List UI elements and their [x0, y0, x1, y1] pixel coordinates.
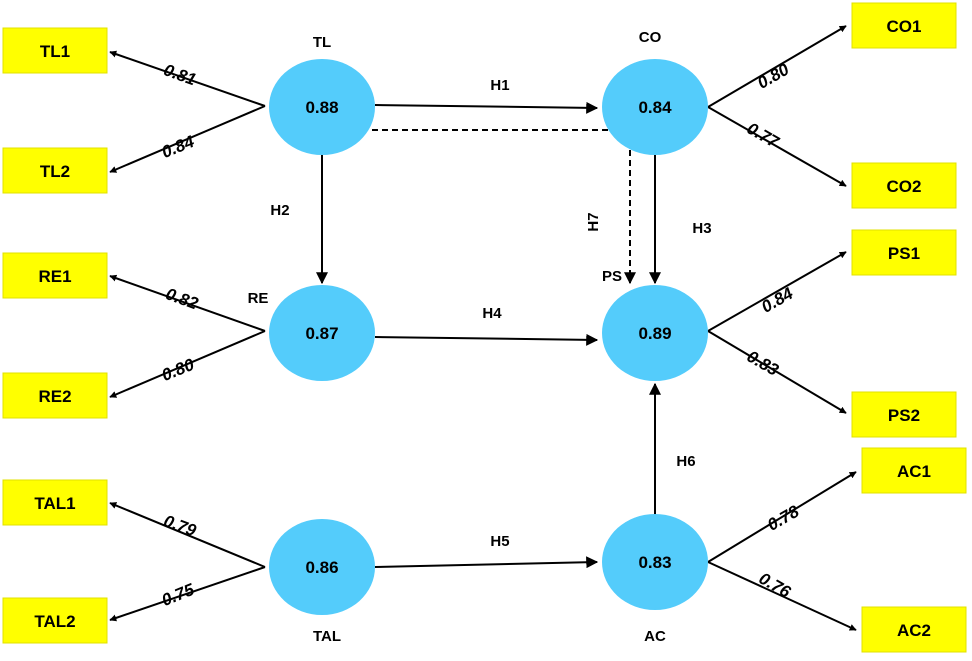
- structural-paths: [316, 101, 661, 569]
- path-h5: [374, 556, 599, 569]
- hyp-h7: H7: [585, 212, 602, 231]
- indicator-ps1: PS1: [851, 229, 957, 276]
- svg-text:0.83: 0.83: [638, 553, 671, 572]
- loading-re1: 0.82: [163, 284, 201, 313]
- svg-text:PS2: PS2: [888, 406, 920, 425]
- svg-text:TAL2: TAL2: [34, 612, 75, 631]
- svg-text:TL1: TL1: [40, 42, 70, 61]
- svg-text:RE1: RE1: [38, 267, 71, 286]
- loading-arrows-right: [707, 25, 857, 631]
- loading-ps2: 0.83: [744, 347, 783, 380]
- indicator-tal2: TAL2: [2, 597, 108, 644]
- loading-tl1: 0.81: [161, 60, 199, 89]
- svg-text:RE2: RE2: [38, 387, 71, 406]
- loading-ps1: 0.84: [758, 283, 797, 316]
- path-h1: [374, 101, 599, 114]
- loading-tal2: 0.75: [159, 580, 197, 610]
- construct-ps: 0.89 PS: [602, 268, 708, 381]
- svg-text:0.89: 0.89: [638, 324, 671, 343]
- construct-ps-label: PS: [602, 268, 622, 285]
- indicator-re1: RE1: [2, 252, 108, 299]
- svg-text:TAL1: TAL1: [34, 494, 75, 513]
- construct-tal-label: TAL: [313, 628, 341, 645]
- loading-arrows-left: [109, 50, 266, 622]
- indicator-tl1: TL1: [2, 27, 108, 74]
- indicator-ac2: AC2: [861, 606, 967, 653]
- construct-co: 0.84 CO: [602, 29, 708, 155]
- indicator-co1: CO1: [851, 2, 957, 49]
- indicator-re2: RE2: [2, 372, 108, 419]
- loading-ac1: 0.78: [764, 501, 803, 534]
- construct-ac: 0.83 AC: [602, 514, 708, 645]
- svg-text:0.86: 0.86: [305, 558, 338, 577]
- hyp-h6: H6: [676, 453, 695, 470]
- svg-text:0.88: 0.88: [305, 98, 338, 117]
- path-h4: [374, 333, 599, 346]
- indicator-ps2: PS2: [851, 391, 957, 438]
- construct-tl: 0.88 TL: [269, 34, 375, 155]
- hyp-h3: H3: [692, 220, 711, 237]
- construct-ac-label: AC: [644, 628, 666, 645]
- svg-text:0.87: 0.87: [305, 324, 338, 343]
- hyp-h5: H5: [490, 533, 509, 550]
- svg-text:CO2: CO2: [887, 177, 922, 196]
- indicator-tl2: TL2: [2, 147, 108, 194]
- svg-text:0.84: 0.84: [638, 98, 672, 117]
- hyp-h2: H2: [270, 202, 289, 219]
- indicator-ac1: AC1: [861, 447, 967, 494]
- svg-text:PS1: PS1: [888, 244, 920, 263]
- loading-tal1: 0.79: [161, 511, 199, 540]
- svg-text:CO1: CO1: [887, 17, 922, 36]
- svg-text:TL2: TL2: [40, 162, 70, 181]
- indicator-tal1: TAL1: [2, 479, 108, 526]
- construct-tal: 0.86 TAL: [269, 519, 375, 645]
- construct-co-label: CO: [639, 29, 662, 46]
- hyp-h4: H4: [482, 305, 502, 322]
- construct-re: 0.87 RE: [248, 285, 375, 381]
- indicator-co2: CO2: [851, 162, 957, 209]
- loading-co1: 0.80: [754, 59, 793, 92]
- loading-re2: 0.80: [159, 355, 197, 385]
- construct-tl-label: TL: [313, 34, 331, 51]
- svg-text:AC1: AC1: [897, 462, 931, 481]
- hyp-h1: H1: [490, 77, 509, 94]
- construct-re-label: RE: [248, 290, 269, 307]
- loading-ac2: 0.76: [756, 569, 795, 602]
- svg-text:AC2: AC2: [897, 621, 931, 640]
